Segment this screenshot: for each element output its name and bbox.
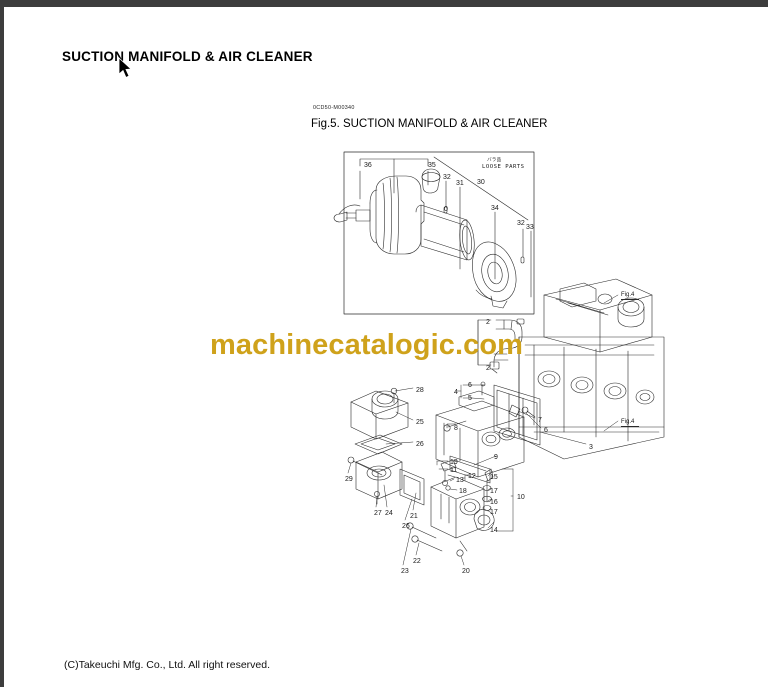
figure-reference-underline [621,426,639,427]
callout-number: 18 [459,488,467,495]
callout-number: 32 [443,174,451,181]
callout-number: 9 [494,454,498,461]
callout-number: 26 [402,523,410,530]
callout-number: 3 [589,444,593,451]
callout-number: 17 [490,488,498,495]
callout-number: 16 [490,499,498,506]
callout-number: 4 [454,389,458,396]
callout-number: 14 [490,527,498,534]
callout-number: 19 [450,459,458,466]
callout-number: 6 [468,382,472,389]
callout-number: 15 [490,474,498,481]
callout-number: 6 [544,427,548,434]
callout-number: 7 [538,417,542,424]
parts-diagram [333,151,665,566]
callout-number: 13 [456,477,464,484]
callout-number: 30 [477,179,485,186]
callout-number: 33 [526,224,534,231]
callout-number: 27 [374,510,382,517]
callout-number: 22 [413,558,421,565]
callout-number: 0 [444,206,448,213]
callout-number: 23 [401,568,409,575]
callout-number: 20 [462,568,470,575]
loose-parts-label-jp: バラ品 [487,158,502,163]
callout-number: 35 [428,162,436,169]
callout-number: 28 [416,387,424,394]
callout-number: 24 [385,510,393,517]
drawing-number: 0CD50-M00340 [313,105,355,111]
catalog-page: SUCTION MANIFOLD & AIR CLEANER 0CD50-M00… [4,7,768,687]
callout-number: 5 [468,395,472,402]
callout-number: 34 [491,205,499,212]
figure-caption: Fig.5. SUCTION MANIFOLD & AIR CLEANER [311,118,548,130]
figure-reference: Fig.4 [621,292,635,298]
footer-copyright: (C)Takeuchi Mfg. Co., Ltd. All right res… [64,659,270,671]
callout-number: 2 [486,319,490,326]
callout-number: 2 [486,365,490,372]
watermark: machinecatalogic.com [210,329,524,361]
callout-number: 26 [416,441,424,448]
callout-number: 29 [345,476,353,483]
callout-number: 12 [468,473,476,480]
callout-number: 25 [416,419,424,426]
callout-number: 17 [490,509,498,516]
callout-number: 11 [450,467,458,474]
callout-number: 36 [364,162,372,169]
loose-parts-inset-box [343,151,535,315]
callout-number: 10 [517,494,525,501]
loose-parts-label-en: LOOSE PARTS [482,164,525,170]
callout-number: 8 [454,425,458,432]
callout-number: 31 [456,180,464,187]
callout-number: 32 [517,220,525,227]
figure-reference: Fig.4 [621,419,635,425]
figure-reference-underline [621,299,639,300]
callout-number: 21 [410,513,418,520]
